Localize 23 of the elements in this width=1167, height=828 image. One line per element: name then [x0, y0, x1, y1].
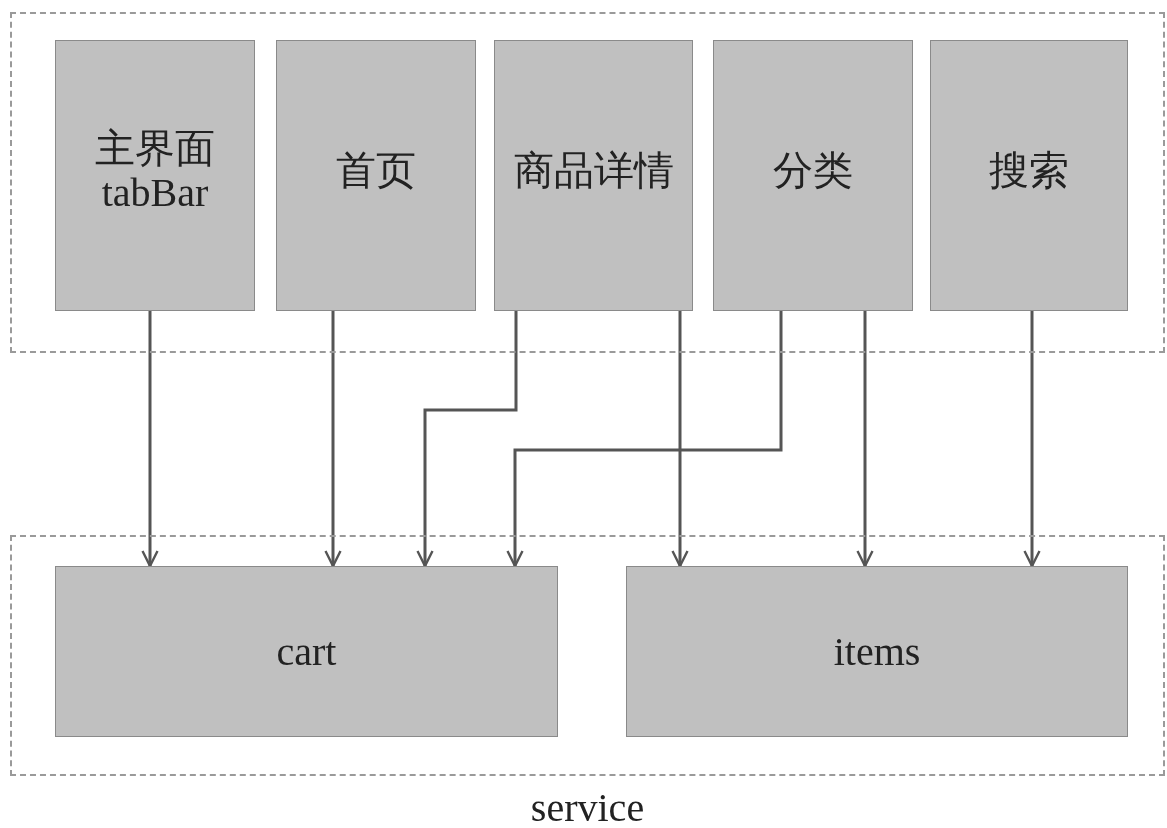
module-box [494, 40, 693, 311]
module-box [55, 40, 255, 311]
module-label: cart [276, 629, 337, 674]
group-label: service [530, 784, 645, 828]
arrow [506, 311, 783, 568]
arrow [1023, 311, 1041, 568]
arrow [856, 311, 874, 568]
module-label: 搜索 [989, 148, 1069, 193]
module-box [713, 40, 913, 311]
module-label: 首页 [336, 148, 416, 193]
arrow [416, 311, 518, 568]
module-box [55, 566, 558, 737]
arrow [324, 311, 342, 568]
module-label: items [833, 629, 921, 674]
arrow [141, 311, 159, 568]
dashed-group-frame [10, 12, 1165, 353]
module-label: 分类 [773, 148, 853, 193]
module-box [276, 40, 476, 311]
arrow [671, 311, 689, 568]
module-box [930, 40, 1128, 311]
module-label: 主界面 tabBar [94, 126, 216, 215]
module-box [626, 566, 1128, 737]
module-label: 商品详情 [513, 148, 674, 193]
